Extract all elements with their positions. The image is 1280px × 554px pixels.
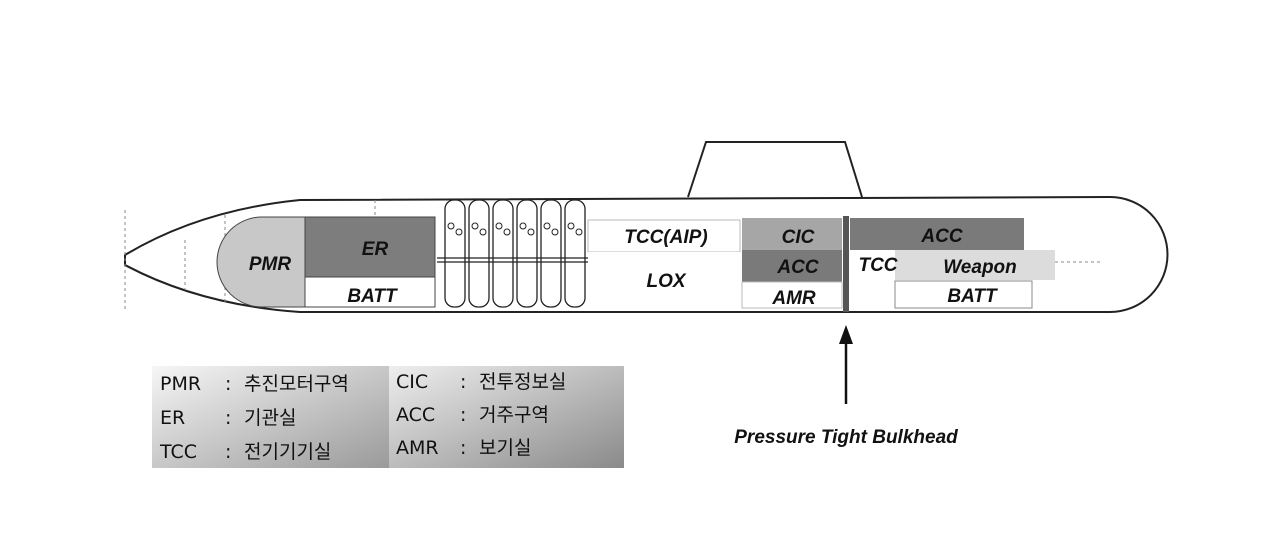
weapon-compartment	[895, 250, 1055, 280]
tcc-fwd-label: TCC	[858, 255, 897, 276]
amr-label: AMR	[771, 288, 816, 309]
legend-left-panel	[152, 366, 389, 468]
tcc-aip-label: TCC(AIP)	[624, 227, 707, 248]
legend: PMR : 추진모터구역 ER : 기관실 TCC : 전기기기실 CIC : …	[152, 366, 624, 468]
legend-desc-er: 기관실	[244, 407, 296, 429]
bulkhead-annotation: Pressure Tight Bulkhead	[734, 427, 958, 448]
legend-sep: :	[225, 441, 231, 463]
cic-compartment	[742, 218, 842, 250]
cic-label: CIC	[782, 227, 815, 248]
legend-abbr-er: ER	[160, 407, 185, 429]
acc-mid-compartment	[742, 250, 842, 282]
er-label: ER	[362, 239, 389, 260]
batt-aft-compartment	[304, 276, 436, 308]
legend-sep: :	[225, 407, 231, 429]
hull-outline	[124, 195, 1169, 313]
legend-desc-cic: 전투정보실	[479, 371, 566, 393]
acc-fwd-compartment	[850, 218, 1024, 250]
sail	[687, 141, 863, 198]
legend-sep: :	[225, 373, 231, 395]
battery-cell-ports	[447, 222, 583, 236]
lox-compartment	[588, 252, 740, 308]
pmr-label: PMR	[249, 254, 292, 275]
pmr-compartment	[216, 216, 306, 308]
weapon-label: Weapon	[943, 257, 1017, 278]
legend-abbr-pmr: PMR	[160, 373, 201, 395]
batt-fwd-label: BATT	[947, 286, 998, 307]
acc-fwd-label: ACC	[920, 226, 962, 247]
amr-compartment	[741, 281, 843, 309]
hull	[124, 141, 1169, 313]
legend-sep: :	[460, 371, 466, 393]
legend-sep: :	[460, 437, 466, 459]
legend-right-panel	[389, 366, 624, 468]
acc-mid-label: ACC	[776, 257, 818, 278]
legend-abbr-cic: CIC	[396, 371, 428, 393]
legend-abbr-amr: AMR	[396, 437, 439, 459]
pressure-bulkhead	[843, 216, 849, 312]
tcc-fwd-compartment	[850, 250, 895, 282]
battery-cells	[437, 199, 590, 308]
legend-desc-acc: 거주구역	[479, 404, 549, 426]
tcc-aip-compartment	[587, 219, 741, 253]
legend-desc-tcc: 전기기기실	[244, 441, 331, 463]
legend-desc-pmr: 추진모터구역	[244, 373, 349, 395]
legend-abbr-acc: ACC	[396, 404, 435, 426]
legend-desc-amr: 보기실	[479, 437, 531, 459]
legend-sep: :	[460, 404, 466, 426]
bulkhead-arrow	[839, 325, 853, 404]
batt-aft-label: BATT	[347, 286, 398, 307]
legend-abbr-tcc: TCC	[159, 441, 197, 463]
lox-label: LOX	[646, 271, 686, 292]
